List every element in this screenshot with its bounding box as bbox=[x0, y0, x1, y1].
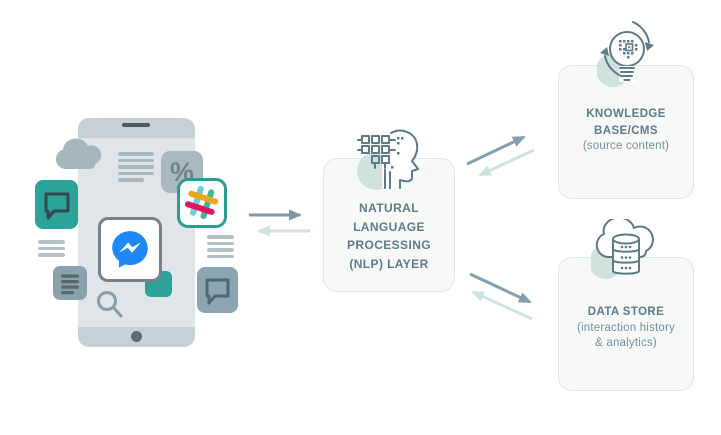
phone-top-bar bbox=[78, 118, 195, 138]
data-store-title: DATA STORE bbox=[587, 306, 665, 318]
data-store-subtitle-line1: (interaction history bbox=[577, 321, 675, 334]
knowledge-base-box: KNOWLEDGE BASE/CMS (source content) bbox=[558, 65, 694, 199]
ai-head-circuit-icon bbox=[357, 129, 419, 190]
search-icon bbox=[97, 291, 123, 318]
cloud-database-icon bbox=[591, 219, 654, 279]
menu-list-icon bbox=[53, 266, 87, 300]
phone-home-button bbox=[131, 331, 142, 342]
nlp-label-line3: PROCESSING bbox=[346, 238, 431, 252]
nlp-label-line4: (NLP) LAYER bbox=[349, 256, 429, 271]
arrows-nlp-knowledge bbox=[466, 135, 535, 177]
slack-icon bbox=[177, 178, 227, 228]
knowledge-subtitle: (source content) bbox=[582, 140, 670, 152]
facebook-messenger-icon bbox=[98, 217, 162, 282]
arrows-nlp-datastore bbox=[469, 272, 533, 321]
chat-bubble-gray-icon bbox=[197, 267, 238, 313]
phone-speaker bbox=[122, 123, 150, 127]
data-store-box: DATA STORE (interaction history & analyt… bbox=[558, 257, 694, 391]
knowledge-title-line2: BASE/CMS bbox=[594, 124, 658, 137]
arrows-phone-nlp bbox=[249, 209, 310, 237]
lightbulb-sync-icon bbox=[597, 21, 654, 87]
data-store-subtitle-line2: & analytics) bbox=[595, 336, 657, 349]
knowledge-title-line1: KNOWLEDGE bbox=[586, 108, 666, 120]
nlp-label-line1: NATURAL bbox=[359, 201, 419, 215]
chat-bubble-teal-icon bbox=[35, 180, 78, 229]
nlp-label-line2: LANGUAGE bbox=[353, 219, 425, 234]
cloud-icon bbox=[55, 138, 102, 169]
